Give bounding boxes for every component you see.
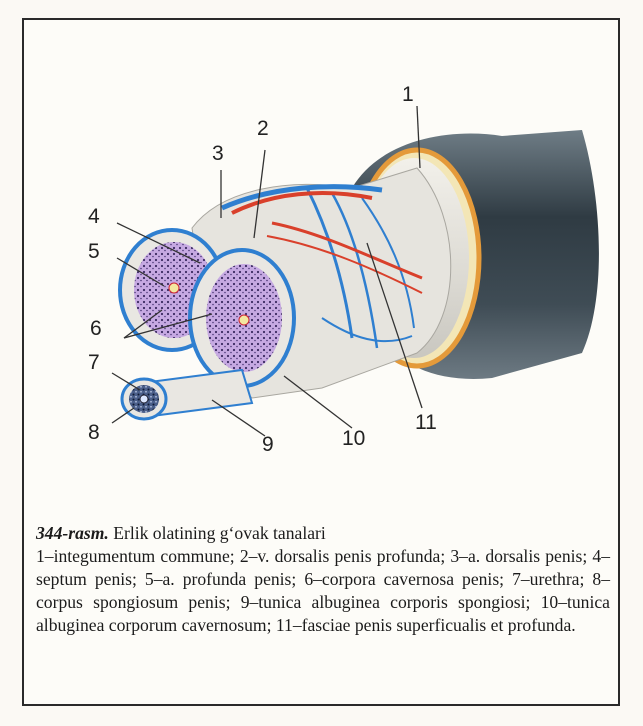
label-6: 6 — [90, 318, 102, 339]
label-2: 2 — [257, 118, 269, 139]
figure-caption: 344-rasm. Erlik olatining g‘ovak tanalar… — [36, 522, 610, 637]
corpus-spongiosum — [122, 370, 252, 419]
figure-number: 344-rasm. — [36, 523, 109, 543]
label-4: 4 — [88, 206, 100, 227]
label-8: 8 — [88, 422, 100, 443]
label-1: 1 — [402, 84, 414, 105]
figure-legend: 1–integumentum commune; 2–v. dorsalis pe… — [36, 545, 610, 637]
anatomical-illustration — [22, 18, 620, 488]
label-10: 10 — [342, 428, 365, 449]
label-5: 5 — [88, 241, 100, 262]
label-11: 11 — [415, 412, 437, 433]
label-9: 9 — [262, 434, 274, 455]
label-3: 3 — [212, 143, 224, 164]
label-7: 7 — [88, 352, 100, 373]
figure-title: Erlik olatining g‘ovak tanalari — [113, 523, 326, 543]
